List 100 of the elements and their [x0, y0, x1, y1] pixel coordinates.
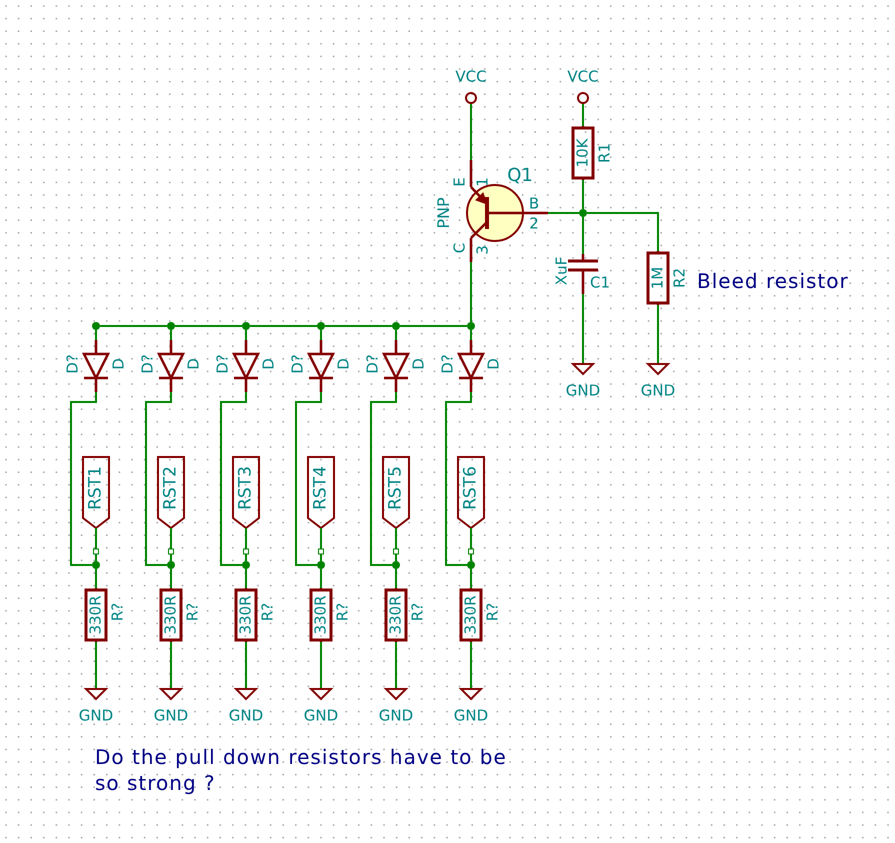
component-value: D	[262, 358, 276, 370]
net-label: GND	[154, 708, 188, 724]
reference-designator: D?	[216, 354, 230, 374]
wire	[470, 330, 472, 340]
component-value: 330R	[238, 595, 254, 635]
component-value: D	[412, 358, 426, 370]
wire	[320, 569, 322, 588]
wire	[470, 557, 472, 561]
pin-number: 3	[476, 245, 490, 255]
reference-designator: R1	[598, 143, 612, 163]
wire	[582, 180, 584, 209]
net-label: GND	[454, 708, 488, 724]
component-value: 330R	[314, 595, 328, 635]
wire	[170, 330, 172, 340]
wire	[370, 392, 397, 566]
wire	[395, 557, 397, 561]
wire	[470, 262, 472, 322]
net-label: VCC	[455, 70, 487, 84]
reference-designator: R?	[186, 602, 200, 622]
reference-designator: C1	[590, 276, 610, 290]
wire	[548, 212, 579, 214]
wire	[170, 642, 172, 688]
wire	[657, 305, 659, 363]
component-value: D	[112, 358, 126, 370]
component-value: D	[336, 358, 352, 370]
reference-designator: R?	[110, 602, 126, 622]
wire	[582, 104, 584, 126]
wire	[582, 294, 584, 363]
net-name: RST1	[88, 466, 104, 510]
wire	[295, 392, 322, 566]
annotation-text: Do the pull down resistors have to be so strong ?	[95, 744, 508, 796]
net-label: GND	[640, 384, 676, 398]
wire	[582, 217, 584, 254]
reference-designator: D?	[290, 354, 306, 374]
component-value: 10K	[576, 138, 590, 168]
wire	[70, 392, 97, 566]
reference-designator: D?	[440, 354, 456, 374]
net-name: RST4	[312, 466, 330, 510]
wire	[320, 330, 322, 340]
net-label: GND	[566, 384, 600, 398]
net-label: GND	[304, 708, 338, 724]
wire	[170, 557, 172, 561]
wire	[395, 642, 397, 688]
wire	[145, 392, 172, 566]
reference-designator: D?	[366, 354, 380, 374]
net-label: GND	[378, 708, 414, 724]
reference-designator: Q1	[507, 167, 533, 185]
net-name: RST3	[238, 466, 254, 510]
wire	[587, 212, 659, 251]
reference-designator: D?	[66, 354, 80, 374]
wire	[170, 569, 172, 588]
wire	[245, 642, 247, 688]
pin-number: 1	[476, 177, 490, 187]
wire	[220, 392, 247, 566]
wire	[325, 325, 392, 327]
reference-designator: R?	[336, 602, 350, 622]
component-value: D	[186, 358, 202, 370]
wire	[245, 569, 247, 588]
component-value: 330R	[88, 595, 104, 635]
wire	[320, 557, 322, 561]
component-value: 1M	[650, 266, 666, 290]
wire	[100, 325, 167, 327]
pin-name: B	[528, 196, 540, 212]
net-name: RST5	[388, 466, 404, 510]
net-name: RST6	[462, 466, 480, 510]
wire	[95, 330, 97, 340]
reference-designator: R?	[260, 602, 276, 622]
reference-designator: D?	[140, 354, 156, 374]
component-value: 330R	[388, 595, 404, 635]
wire	[250, 325, 317, 327]
component-value: XuF	[554, 256, 570, 286]
component-value: 330R	[164, 595, 178, 635]
wire	[245, 330, 247, 340]
wire	[470, 642, 472, 688]
net-label: GND	[228, 708, 264, 724]
pin-name: E	[452, 177, 468, 187]
wire	[470, 569, 472, 588]
component-value: 330R	[464, 595, 478, 635]
pin-name: C	[452, 242, 468, 254]
pin-number: 2	[529, 216, 539, 232]
net-name: RST2	[162, 466, 180, 510]
wire	[395, 330, 397, 340]
wire	[95, 569, 97, 588]
wire	[445, 392, 472, 566]
wire	[175, 325, 242, 327]
wire	[470, 104, 472, 160]
component-value: D	[486, 358, 502, 370]
wire	[400, 325, 467, 327]
wire	[245, 557, 247, 561]
component-value: PNP	[436, 197, 452, 229]
wire	[395, 569, 397, 588]
net-label: VCC	[567, 70, 599, 84]
wire	[95, 642, 97, 688]
reference-designator: R?	[486, 602, 500, 622]
net-label: GND	[78, 708, 114, 724]
annotation-text: Bleed resistor	[697, 268, 850, 294]
wire	[95, 557, 97, 561]
reference-designator: R2	[672, 268, 688, 288]
wire	[320, 642, 322, 688]
reference-designator: R?	[410, 602, 426, 622]
